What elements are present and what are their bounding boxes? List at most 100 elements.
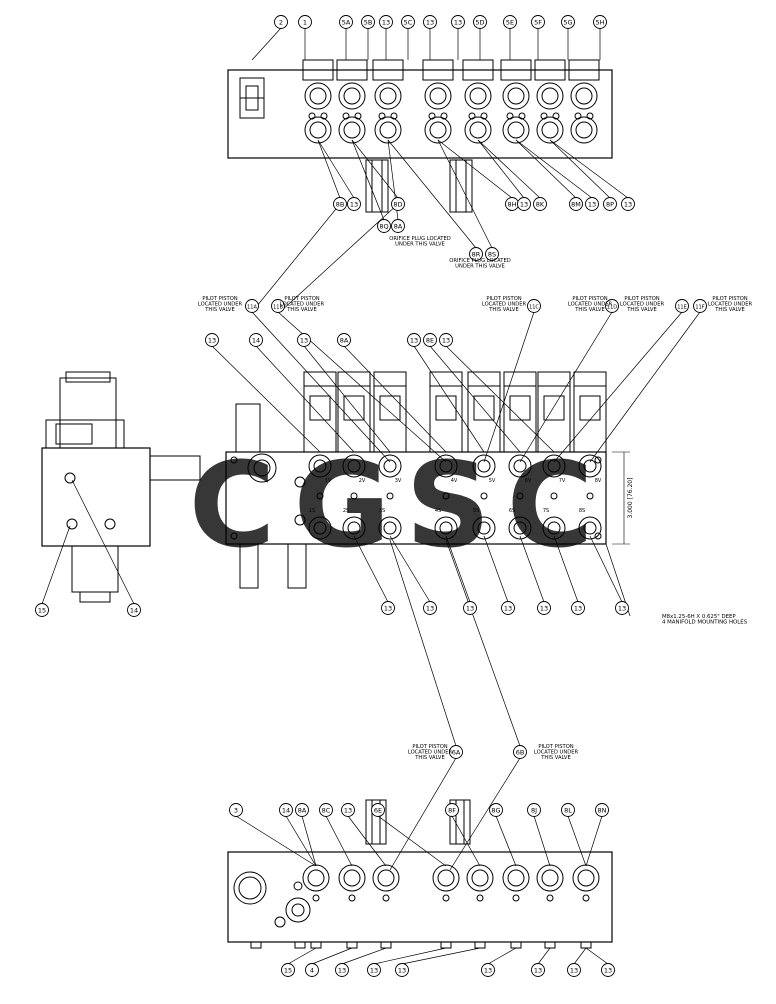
svg-text:8D: 8D — [393, 201, 402, 209]
svg-text:5C: 5C — [404, 19, 413, 27]
svg-text:13: 13 — [520, 201, 528, 209]
bottom-bubble: 8J — [527, 803, 541, 817]
svg-text:13: 13 — [208, 337, 216, 345]
svg-text:13: 13 — [570, 967, 578, 975]
svg-text:8A: 8A — [340, 337, 349, 345]
svg-text:13: 13 — [426, 19, 434, 27]
mid-bottom-bubble: 13 — [381, 601, 395, 615]
svg-text:13: 13 — [484, 967, 492, 975]
dimension-label: 3.000 [76.20] — [627, 478, 634, 519]
port-label: 1S — [309, 508, 315, 514]
mid-top-bubble: 13 — [297, 333, 311, 347]
top-lower-bubble: 13 — [517, 197, 531, 211]
svg-text:8G: 8G — [491, 807, 500, 815]
port-label: 7V — [559, 478, 566, 484]
port-label: 1V — [325, 478, 332, 484]
bottom-low-bubble: 13 — [601, 963, 615, 977]
port-label: 8S — [579, 508, 585, 514]
port-label: 3V — [395, 478, 402, 484]
mid-bottom-bubble: 13 — [537, 601, 551, 615]
top-lower-bubble: 8P — [603, 197, 617, 211]
svg-text:13: 13 — [540, 605, 548, 613]
svg-text:14: 14 — [130, 607, 138, 615]
top-lower-bubble: 13 — [347, 197, 361, 211]
svg-text:1: 1 — [303, 19, 307, 27]
mid-top-bubble: 14 — [249, 333, 263, 347]
svg-text:8F: 8F — [448, 807, 456, 815]
bottom-bubble: 14 — [279, 803, 293, 817]
svg-text:11C: 11C — [529, 305, 539, 311]
svg-text:13: 13 — [338, 967, 346, 975]
middle-view — [41, 371, 630, 603]
port-label: 4V — [451, 478, 458, 484]
svg-text:8N: 8N — [598, 807, 607, 815]
svg-text:13: 13 — [398, 967, 406, 975]
svg-text:8C: 8C — [322, 807, 331, 815]
svg-text:5F: 5F — [534, 19, 542, 27]
svg-text:3: 3 — [234, 807, 238, 815]
svg-text:8L: 8L — [564, 807, 572, 815]
svg-text:11D: 11D — [607, 305, 617, 311]
top-bubble: 5B — [361, 15, 375, 29]
svg-text:11F: 11F — [695, 305, 704, 311]
top-bubble: 5F — [531, 15, 545, 29]
bottom-low-bubble: 13 — [367, 963, 381, 977]
svg-text:13: 13 — [504, 605, 512, 613]
svg-text:13: 13 — [370, 967, 378, 975]
top-bubble: 1 — [298, 15, 312, 29]
left-bubble: 15 — [35, 603, 49, 617]
svg-text:13: 13 — [426, 605, 434, 613]
mid-top-bubble: 8E — [423, 333, 437, 347]
svg-text:13: 13 — [604, 967, 612, 975]
top-lower-bubble: 8B — [333, 197, 347, 211]
svg-text:5D: 5D — [475, 19, 484, 27]
bottom-bubble: 13 — [341, 803, 355, 817]
pilot-callout: 11A — [245, 299, 259, 313]
svg-text:13: 13 — [574, 605, 582, 613]
watermark-letter: C — [189, 436, 276, 574]
bottom-low-bubble: 15 — [281, 963, 295, 977]
mid-top-bubble: 13 — [205, 333, 219, 347]
bottom-bubble: 8L — [561, 803, 575, 817]
svg-text:8B: 8B — [336, 201, 345, 209]
top-lower-bubble: 8R — [469, 247, 483, 261]
svg-text:13: 13 — [410, 337, 418, 345]
top-lower-bubble: 8H — [505, 197, 519, 211]
svg-text:8J: 8J — [531, 807, 537, 815]
mid-top-bubble: 8A — [337, 333, 351, 347]
svg-text:15: 15 — [284, 967, 292, 975]
top-bubble: 5E — [503, 15, 517, 29]
port-label: 5V — [489, 478, 496, 484]
top-bubble: 5A — [339, 15, 353, 29]
svg-text:14: 14 — [282, 807, 290, 815]
svg-text:15: 15 — [38, 607, 46, 615]
mid-bottom-bubble: 13 — [423, 601, 437, 615]
top-bubble: 13 — [423, 15, 437, 29]
port-label: 4S — [435, 508, 441, 514]
mid-bottom-bubble: 13 — [615, 601, 629, 615]
svg-text:8M: 8M — [571, 201, 581, 209]
bottom-bubble: 3 — [229, 803, 243, 817]
svg-text:5E: 5E — [506, 19, 514, 27]
bottom-bubble: 8N — [595, 803, 609, 817]
mid-bottom-bubble: 13 — [501, 601, 515, 615]
svg-text:8K: 8K — [536, 201, 545, 209]
svg-text:8R: 8R — [472, 251, 481, 259]
top-lower-bubble: 8S — [485, 247, 499, 261]
svg-text:6A: 6A — [452, 749, 461, 757]
pilot-callout: 11E — [675, 299, 689, 313]
watermark-letter: S — [406, 436, 491, 574]
pilot-callout: 6B — [513, 745, 527, 759]
bottom-low-bubble: 13 — [335, 963, 349, 977]
bottom-bubble: 8G — [489, 803, 503, 817]
port-label: 5S — [473, 508, 479, 514]
svg-text:11E: 11E — [677, 305, 687, 311]
bottom-view — [227, 799, 613, 949]
